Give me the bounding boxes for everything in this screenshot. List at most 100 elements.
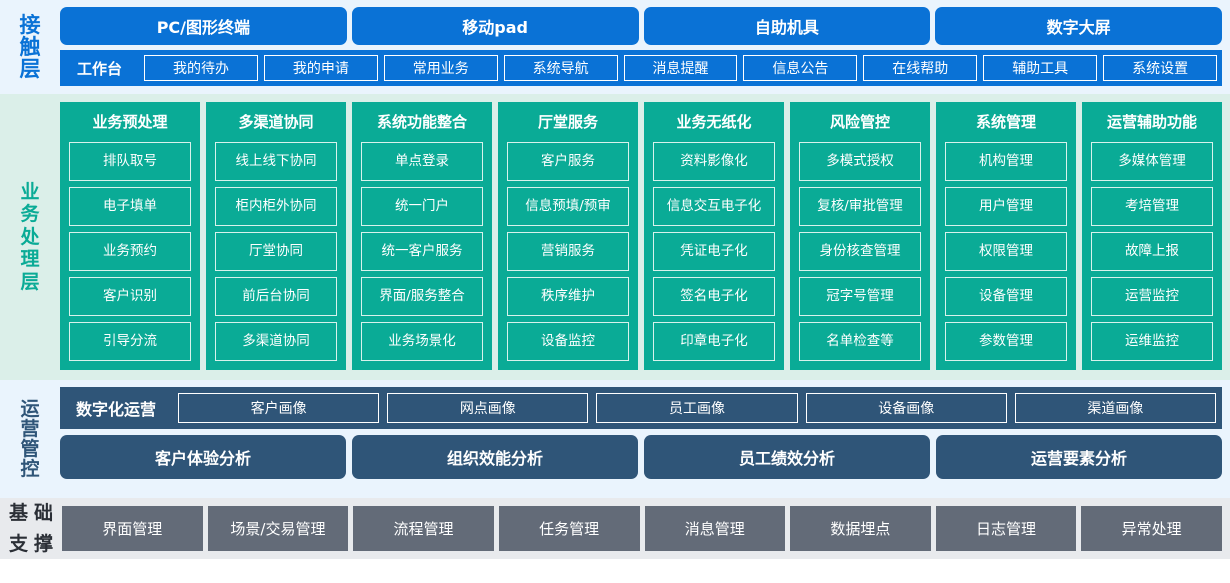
channel-card-digital-screen[interactable]: 数字大屏	[935, 7, 1222, 45]
foundation-layer: 基 础 支 撑 界面管理 场景/交易管理 流程管理 任务管理 消息管理 数据埋点…	[0, 498, 1230, 559]
foundation-log-management[interactable]: 日志管理	[935, 506, 1077, 551]
business-item[interactable]: 秩序维护	[507, 277, 629, 316]
business-item[interactable]: 身份核查管理	[799, 232, 921, 271]
business-item[interactable]: 业务预约	[69, 232, 191, 271]
business-item[interactable]: 营销服务	[507, 232, 629, 271]
business-item[interactable]: 引导分流	[69, 322, 191, 361]
business-item[interactable]: 电子填单	[69, 187, 191, 226]
business-column-risk-control: 风险管控 多模式授权 复核/审批管理 身份核查管理 冠字号管理 名单检查等	[790, 102, 930, 370]
operations-label-char-0: 运	[20, 397, 40, 420]
operations-layer: 运 营 管 控 数字化运营 客户画像 网点画像 员工画像 设备画像 渠道画像 客…	[0, 380, 1230, 498]
business-column-lobby-service: 厅堂服务 客户服务 信息预填/预审 营销服务 秩序维护 设备监控	[498, 102, 638, 370]
business-item[interactable]: 印章电子化	[653, 322, 775, 361]
operations-label-char-1: 营	[20, 417, 40, 440]
workbench-item-common-business[interactable]: 常用业务	[383, 55, 498, 81]
business-item[interactable]: 运营监控	[1091, 277, 1213, 316]
portrait-branch[interactable]: 网点画像	[387, 393, 589, 423]
portrait-device[interactable]: 设备画像	[805, 393, 1007, 423]
workbench-item-online-help[interactable]: 在线帮助	[863, 55, 978, 81]
foundation-scenario-transaction-management[interactable]: 场景/交易管理	[207, 506, 349, 551]
business-item[interactable]: 资料影像化	[653, 142, 775, 181]
workbench-item-aux-tools[interactable]: 辅助工具	[983, 55, 1098, 81]
business-item[interactable]: 单点登录	[361, 142, 483, 181]
workbench-item-announcement[interactable]: 信息公告	[743, 55, 858, 81]
business-layer-body: 业务预处理 排队取号 电子填单 业务预约 客户识别 引导分流 多渠道协同 线上线…	[60, 94, 1230, 380]
business-item[interactable]: 权限管理	[945, 232, 1067, 271]
foundation-process-management[interactable]: 流程管理	[353, 506, 494, 551]
business-column-system-integration: 系统功能整合 单点登录 统一门户 统一客户服务 界面/服务整合 业务场景化	[352, 102, 492, 370]
business-item[interactable]: 故障上报	[1091, 232, 1213, 271]
business-item[interactable]: 线上线下协同	[215, 142, 337, 181]
business-item[interactable]: 考培管理	[1091, 187, 1213, 226]
analytics-employee-performance[interactable]: 员工绩效分析	[644, 435, 930, 479]
business-item[interactable]: 机构管理	[945, 142, 1067, 181]
business-item[interactable]: 统一门户	[361, 187, 483, 226]
business-label-char-4: 层	[20, 270, 40, 293]
business-column-title: 系统功能整合	[376, 113, 467, 131]
business-item[interactable]: 名单检查等	[799, 322, 921, 361]
foundation-data-tracking[interactable]: 数据埋点	[790, 506, 931, 551]
analytics-customer-experience[interactable]: 客户体验分析	[60, 435, 346, 479]
business-item[interactable]: 前后台协同	[215, 277, 337, 316]
portrait-channel[interactable]: 渠道画像	[1014, 393, 1217, 423]
business-item[interactable]: 凭证电子化	[653, 232, 775, 271]
business-column-title: 业务无纸化	[676, 113, 752, 131]
business-item[interactable]: 客户识别	[69, 277, 191, 316]
workbench-item-message-reminder[interactable]: 消息提醒	[623, 55, 738, 81]
operations-layer-body: 数字化运营 客户画像 网点画像 员工画像 设备画像 渠道画像 客户体验分析 组织…	[60, 380, 1230, 498]
operations-label-char-3: 控	[20, 458, 40, 481]
business-item[interactable]: 厅堂协同	[215, 232, 337, 271]
business-column-title: 业务预处理	[92, 113, 168, 131]
workbench-item-system-navigation[interactable]: 系统导航	[503, 55, 618, 81]
business-column-title: 风险管控	[829, 113, 890, 131]
analytics-card-row: 客户体验分析 组织效能分析 员工绩效分析 运营要素分析	[60, 435, 1222, 479]
workbench-title: 工作台	[77, 59, 123, 78]
business-layer-label: 业 务 处 理 层	[0, 94, 60, 380]
foundation-task-management[interactable]: 任务管理	[498, 506, 640, 551]
business-item[interactable]: 业务场景化	[361, 322, 483, 361]
business-item[interactable]: 界面/服务整合	[361, 277, 483, 316]
foundation-label-char-2: 支	[8, 532, 28, 555]
portrait-customer[interactable]: 客户画像	[178, 393, 380, 423]
foundation-card-row: 界面管理 场景/交易管理 流程管理 任务管理 消息管理 数据埋点 日志管理 异常…	[62, 506, 1222, 551]
business-item[interactable]: 柜内柜外协同	[215, 187, 337, 226]
channel-card-mobile-pad[interactable]: 移动pad	[351, 7, 639, 45]
contact-layer: 接 触 层 PC/图形终端 移动pad 自助机具 数字大屏 工作台 我的待办 我…	[0, 0, 1230, 94]
business-item[interactable]: 参数管理	[945, 322, 1067, 361]
business-item[interactable]: 签名电子化	[653, 277, 775, 316]
business-item[interactable]: 多媒体管理	[1091, 142, 1213, 181]
workbench-item-my-application[interactable]: 我的申请	[263, 55, 378, 81]
analytics-operation-factors[interactable]: 运营要素分析	[936, 435, 1222, 479]
business-item[interactable]: 客户服务	[507, 142, 629, 181]
contact-layer-body: PC/图形终端 移动pad 自助机具 数字大屏 工作台 我的待办 我的申请 常用…	[60, 0, 1230, 94]
portrait-employee[interactable]: 员工画像	[596, 393, 798, 423]
operations-label-char-2: 管	[20, 438, 40, 460]
business-item[interactable]: 统一客户服务	[361, 232, 483, 271]
business-item[interactable]: 用户管理	[945, 187, 1067, 226]
business-column-title: 运营辅助功能	[1106, 113, 1197, 131]
workbench-item-my-todo[interactable]: 我的待办	[144, 55, 258, 81]
foundation-ui-management[interactable]: 界面管理	[62, 506, 203, 551]
business-item[interactable]: 冠字号管理	[799, 277, 921, 316]
channel-card-self-service[interactable]: 自助机具	[643, 7, 931, 45]
business-item[interactable]: 运维监控	[1091, 322, 1213, 361]
business-layer: 业 务 处 理 层 业务预处理 排队取号 电子填单 业务预约 客户识别 引导分流…	[0, 94, 1230, 380]
business-item[interactable]: 信息交互电子化	[653, 187, 775, 226]
foundation-message-management[interactable]: 消息管理	[644, 506, 786, 551]
business-item[interactable]: 多渠道协同	[215, 322, 337, 361]
business-column-preprocessing: 业务预处理 排队取号 电子填单 业务预约 客户识别 引导分流	[60, 102, 200, 370]
channel-card-pc[interactable]: PC/图形终端	[60, 7, 347, 45]
foundation-layer-body: 界面管理 场景/交易管理 流程管理 任务管理 消息管理 数据埋点 日志管理 异常…	[62, 498, 1230, 559]
business-item[interactable]: 复核/审批管理	[799, 187, 921, 226]
business-item[interactable]: 信息预填/预审	[507, 187, 629, 226]
business-item[interactable]: 设备监控	[507, 322, 629, 361]
business-column-system-management: 系统管理 机构管理 用户管理 权限管理 设备管理 参数管理	[936, 102, 1076, 370]
foundation-label-char-3: 撑	[33, 532, 53, 555]
workbench-item-system-settings[interactable]: 系统设置	[1103, 55, 1218, 81]
business-label-char-0: 业	[20, 180, 40, 203]
foundation-exception-handling[interactable]: 异常处理	[1081, 506, 1222, 551]
business-item[interactable]: 多模式授权	[799, 142, 921, 181]
analytics-org-efficiency[interactable]: 组织效能分析	[352, 435, 638, 479]
business-item[interactable]: 设备管理	[945, 277, 1067, 316]
business-item[interactable]: 排队取号	[69, 142, 191, 181]
